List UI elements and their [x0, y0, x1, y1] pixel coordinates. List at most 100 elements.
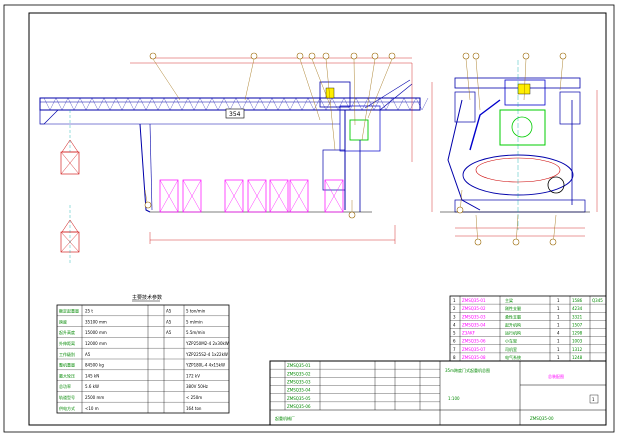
girder-truss-member	[199, 97, 207, 111]
revision-code: ZMSQ35-06	[287, 404, 311, 409]
bay-frame	[324, 179, 344, 213]
spec-value: 84500 kg	[85, 363, 104, 368]
girder-truss-member	[103, 97, 111, 111]
storage-bay-icon	[324, 179, 344, 213]
girder-truss-member	[271, 97, 279, 111]
girder-truss-member	[61, 97, 69, 111]
spec-param: 额定起重量	[59, 308, 79, 314]
girder-truss-member	[91, 97, 99, 111]
parts-weight: 1507	[572, 322, 583, 327]
rigid-leg-2	[149, 123, 153, 211]
boom-label-box	[225, 108, 245, 119]
callout-bubbles-left	[144, 52, 396, 219]
girder-truss-member	[313, 97, 321, 111]
spec-speed: 5 m/min	[186, 319, 203, 324]
hook-block-lower-icon	[60, 205, 80, 265]
hook-block-icon	[60, 110, 80, 175]
spec-speed: 164 ton	[186, 406, 202, 411]
girder-truss-member	[379, 97, 387, 111]
girder-truss-member	[85, 97, 93, 111]
revision-code: ZMSQ35-01	[287, 363, 311, 368]
storage-bay-icon	[224, 179, 244, 213]
girder-truss-member	[49, 97, 57, 111]
spec-speed: YZP250M2-4 2x30kW	[185, 341, 229, 346]
parts-qty: 1	[557, 314, 560, 319]
callout-leader	[523, 58, 527, 101]
side-drum	[511, 116, 533, 138]
side-hoist-cabin	[454, 91, 476, 123]
girder-truss-member	[187, 97, 195, 111]
crane-elevation-view: 354	[39, 52, 429, 265]
parts-no: 4	[453, 322, 456, 327]
parts-code: ZMSQ35-04	[462, 322, 486, 327]
parts-weight: 1298	[572, 331, 583, 336]
sheet-number: 1	[592, 397, 595, 402]
girder-truss-member	[175, 97, 183, 111]
spec-speed: 172 kV	[186, 373, 200, 378]
spec-value: 25 t	[85, 309, 93, 314]
parts-name: 电气系统	[505, 354, 521, 360]
spec-value: 15000 mm	[85, 330, 107, 335]
parts-no: 2	[453, 306, 456, 311]
side-bogie	[454, 199, 586, 213]
girder-truss-member	[127, 97, 135, 111]
side-boom-arm	[469, 99, 501, 151]
girder-truss-member	[301, 97, 309, 111]
parts-no: 6	[453, 339, 456, 344]
spec-speed: YZP225S2-4 1x22kW	[185, 352, 228, 357]
revision-code: ZMSQ35-02	[287, 371, 311, 376]
parts-name: 司机室	[505, 346, 517, 352]
sheet-outer-border	[3, 4, 615, 433]
girder-truss-member	[115, 97, 123, 111]
parts-code: Z3AKF	[462, 331, 476, 336]
girder-truss-member	[325, 97, 333, 111]
parts-qty: 1	[557, 347, 560, 352]
callout-leader	[465, 58, 471, 101]
storage-bay-icon	[247, 179, 267, 213]
parts-code: ZMSQ35-07	[462, 347, 486, 352]
parts-qty: 1	[557, 339, 560, 344]
girder-truss-member	[43, 97, 51, 111]
parts-qty: 1	[557, 322, 560, 327]
parts-qty: 4	[557, 331, 560, 336]
bay-cross	[159, 179, 179, 213]
spec-value: 2500 mm	[85, 395, 104, 400]
hoist-tower	[319, 81, 351, 108]
parts-code: ZMSQ35-01	[462, 298, 486, 303]
callout-bubble	[456, 206, 464, 214]
side-leg-left	[447, 99, 481, 211]
parts-weight: 4234	[572, 306, 583, 311]
spec-mech: A5	[166, 309, 172, 314]
spec-param: 总功率	[59, 383, 71, 389]
revision-code: ZMSQ35-05	[287, 396, 311, 401]
callout-bubble	[549, 238, 557, 246]
girder-truss-member	[247, 97, 255, 111]
callout-leader	[311, 58, 331, 106]
girder-truss-member	[265, 97, 273, 111]
bay-cross	[224, 179, 244, 213]
bay-frame	[269, 179, 289, 213]
callout-bubble	[308, 52, 316, 60]
callout-bubble	[522, 52, 530, 60]
girder-truss-member	[235, 97, 243, 111]
girder-truss-member	[151, 97, 159, 111]
girder-truss-member	[205, 97, 213, 111]
side-motor	[517, 83, 531, 95]
callout-bubble	[322, 52, 330, 60]
girder-truss-member	[295, 97, 303, 111]
girder-truss-member	[397, 97, 405, 111]
spec-param: 外伸距离	[59, 340, 75, 346]
bay-frame	[289, 179, 309, 213]
girder-truss-member	[259, 97, 267, 111]
callout-bubble	[512, 238, 520, 246]
spec-speed: 5.5m/min	[186, 330, 206, 335]
callout-leader	[559, 58, 564, 91]
boom-label: 354	[229, 111, 241, 118]
parts-weight: 1003	[572, 339, 583, 344]
storage-bay-icon	[289, 179, 309, 213]
girder-truss-member	[139, 97, 147, 111]
spec-speed: < 250m	[186, 395, 202, 400]
girder-truss-member	[421, 97, 429, 111]
